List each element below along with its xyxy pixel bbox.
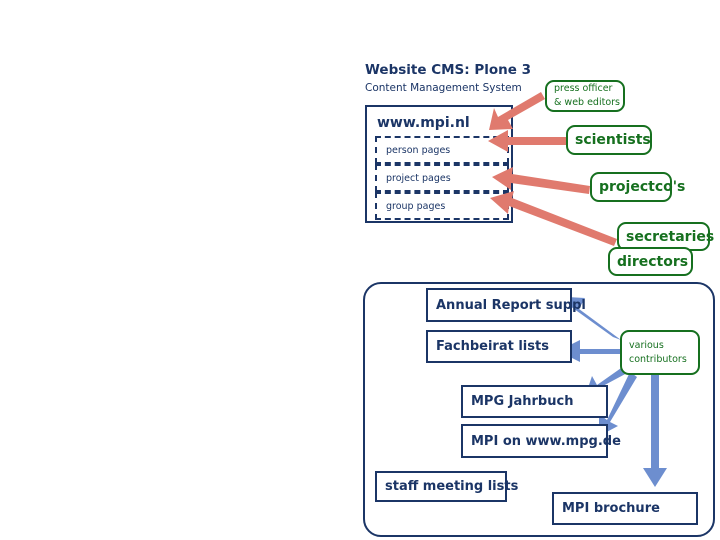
role-directors-label: directors xyxy=(617,253,689,270)
role-press-officer-web-editors[interactable]: press officer & web editors xyxy=(545,80,625,112)
publication-mpi-on-mpg-de[interactable]: MPI on www.mpg.de xyxy=(461,424,621,458)
subpage-project-pages-label: project pages xyxy=(386,172,451,184)
publications-container xyxy=(363,282,715,537)
website-url-label: www.mpi.nl xyxy=(377,115,470,131)
publication-mpg-jahrbuch-label: MPG Jahrbuch xyxy=(471,394,574,409)
publication-mpg-jahrbuch[interactable]: MPG Jahrbuch xyxy=(461,385,608,418)
role-press-officer-line2: & web editors xyxy=(554,97,620,108)
page-subtitle: Content Management System xyxy=(365,82,522,94)
role-various-contributors-line2: contributors xyxy=(629,353,687,365)
subpage-group-pages-label: group pages xyxy=(386,200,446,212)
subpage-person-pages[interactable]: person pages xyxy=(375,136,509,164)
publication-mpi-brochure-label: MPI brochure xyxy=(562,501,660,516)
role-various-contributors-line1: various xyxy=(629,339,664,351)
role-scientists-label: scientists xyxy=(575,132,651,148)
role-various-contributors[interactable]: various contributors xyxy=(620,330,700,375)
publication-fachbeirat-lists[interactable]: Fachbeirat lists xyxy=(426,330,572,363)
publication-mpi-brochure[interactable]: MPI brochure xyxy=(552,492,698,525)
subpage-person-pages-label: person pages xyxy=(386,144,451,156)
subpage-group-pages[interactable]: group pages xyxy=(375,192,509,220)
publication-annual-report-suppl[interactable]: Annual Report suppl xyxy=(426,288,586,322)
website-container: www.mpi.nl person pages project pages gr… xyxy=(365,105,513,223)
publication-fachbeirat-lists-label: Fachbeirat lists xyxy=(436,339,549,354)
role-projectcos-label: projectco's xyxy=(599,179,686,195)
page-title: Website CMS: Plone 3 xyxy=(365,62,532,78)
publication-staff-meeting-lists[interactable]: staff meeting lists xyxy=(375,471,518,502)
publication-annual-report-suppl-label: Annual Report suppl xyxy=(436,297,586,313)
role-scientists[interactable]: scientists xyxy=(566,125,652,155)
subpage-project-pages[interactable]: project pages xyxy=(375,164,509,192)
publication-staff-meeting-lists-label: staff meeting lists xyxy=(385,479,519,494)
role-secretaries-label: secretaries xyxy=(626,228,715,245)
role-press-officer-line1: press officer xyxy=(554,83,613,94)
role-projectcos[interactable]: projectco's xyxy=(590,172,686,202)
publication-mpi-on-mpg-de-label: MPI on www.mpg.de xyxy=(471,433,621,449)
role-directors[interactable]: directors xyxy=(608,247,693,276)
